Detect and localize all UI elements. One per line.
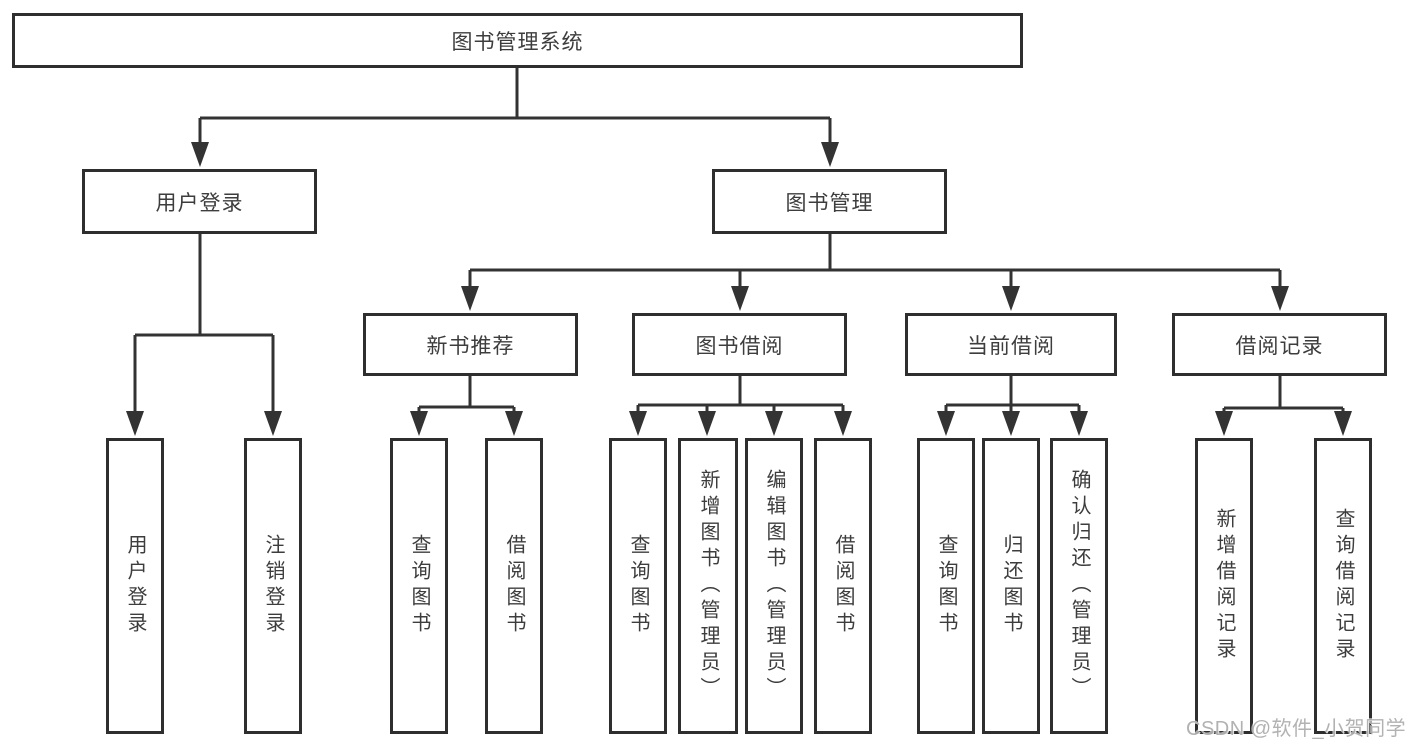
arrowhead — [126, 411, 144, 436]
node-borrowing-records: 借阅记录 — [1172, 313, 1387, 376]
connector-user-login-subtree — [133, 234, 275, 416]
arrowhead — [1002, 286, 1020, 311]
leaf-logout: 注销登录 — [244, 438, 302, 734]
node-borrowing-records-label: 借阅记录 — [1235, 334, 1324, 358]
arrowhead — [698, 411, 716, 436]
leaf-query-borrow-record-label: 查询借阅记录 — [1332, 508, 1354, 664]
leaf-borrow-books-recommend-label: 借阅图书 — [503, 534, 525, 638]
leaf-borrow-books: 借阅图书 — [814, 438, 872, 734]
leaf-query-books-borrowing-label: 查询图书 — [627, 534, 649, 638]
node-book-management: 图书管理 — [712, 169, 947, 234]
leaf-add-borrow-record: 新增借阅记录 — [1195, 438, 1253, 734]
arrowheads — [126, 142, 1352, 436]
leaf-query-books-recommend-label: 查询图书 — [408, 534, 430, 638]
arrowhead — [834, 411, 852, 436]
connector-level2-bar — [468, 268, 1282, 292]
leaf-confirm-return-admin-label: 确认归还（管理员） — [1068, 469, 1090, 703]
arrowhead — [1215, 411, 1233, 436]
node-book-borrowing-label: 图书借阅 — [695, 334, 784, 358]
arrowhead — [410, 411, 428, 436]
connector-book-borrow-subtree — [636, 376, 845, 416]
arrowhead — [264, 411, 282, 436]
arrowhead — [461, 286, 479, 311]
arrowhead — [1002, 411, 1020, 436]
leaf-borrow-books-label: 借阅图书 — [832, 534, 854, 638]
node-book-borrowing: 图书借阅 — [632, 313, 847, 376]
arrowhead — [937, 411, 955, 436]
leaf-query-books-current-label: 查询图书 — [935, 534, 957, 638]
arrowhead — [505, 411, 523, 436]
node-user-login-branch: 用户登录 — [82, 169, 317, 234]
arrowhead — [629, 411, 647, 436]
node-root-label: 图书管理系统 — [451, 30, 584, 54]
leaf-add-borrow-record-label: 新增借阅记录 — [1213, 508, 1235, 664]
leaf-borrow-books-recommend: 借阅图书 — [485, 438, 543, 734]
node-current-borrowing: 当前借阅 — [905, 313, 1117, 376]
leaf-query-borrow-record: 查询借阅记录 — [1314, 438, 1372, 734]
arrowhead — [1070, 411, 1088, 436]
leaf-edit-books-admin: 编辑图书（管理员） — [745, 438, 803, 734]
leaf-confirm-return-admin: 确认归还（管理员） — [1050, 438, 1108, 734]
connector-current-borrow-subtree — [944, 376, 1081, 416]
arrowhead — [765, 411, 783, 436]
connector-level1-bar — [198, 116, 832, 150]
node-new-book-recommend-label: 新书推荐 — [426, 334, 515, 358]
arrowhead — [1334, 411, 1352, 436]
connector-borrow-records-subtree — [1222, 376, 1345, 416]
leaf-add-books-admin: 新增图书（管理员） — [678, 438, 738, 734]
arrowhead — [191, 142, 209, 167]
leaf-return-books-label: 归还图书 — [1000, 534, 1022, 638]
node-root: 图书管理系统 — [12, 13, 1023, 68]
leaf-return-books: 归还图书 — [982, 438, 1040, 734]
connector-new-book-subtree — [417, 376, 516, 416]
node-new-book-recommend: 新书推荐 — [363, 313, 578, 376]
leaf-user-login: 用户登录 — [106, 438, 164, 734]
arrowhead — [821, 142, 839, 167]
leaf-query-books-recommend: 查询图书 — [390, 438, 448, 734]
leaf-add-books-admin-label: 新增图书（管理员） — [697, 469, 719, 703]
leaf-user-login-label: 用户登录 — [124, 534, 146, 638]
leaf-edit-books-admin-label: 编辑图书（管理员） — [763, 469, 785, 703]
node-book-management-label: 图书管理 — [785, 191, 874, 215]
node-user-login-branch-label: 用户登录 — [155, 191, 244, 215]
arrowhead — [1271, 286, 1289, 311]
arrowhead — [731, 286, 749, 311]
csdn-watermark: CSDN @软件_小贺同学 — [1186, 718, 1405, 740]
leaf-query-books-borrowing: 查询图书 — [609, 438, 667, 734]
leaf-query-books-current: 查询图书 — [917, 438, 975, 734]
leaf-logout-label: 注销登录 — [262, 534, 284, 638]
node-current-borrowing-label: 当前借阅 — [967, 334, 1055, 358]
